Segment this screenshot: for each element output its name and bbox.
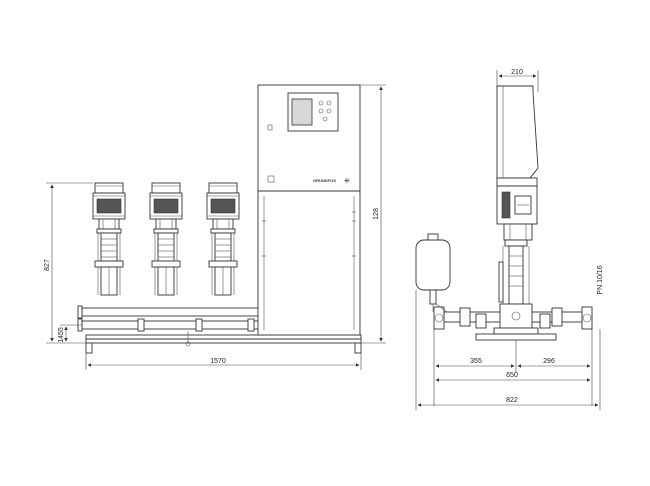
pump-2: [149, 182, 183, 296]
dim-top-width: 210: [511, 69, 523, 76]
display-screen: [291, 98, 313, 126]
brand-logo: GRUNDFOS: [313, 178, 336, 183]
dim-pipe-width: 650: [506, 372, 518, 379]
right-flange: [581, 306, 593, 330]
dim-overall-width: 1570: [210, 358, 226, 365]
dim-left-offset: 355: [470, 358, 482, 365]
brand-mark-icon: ⁜: [344, 177, 350, 185]
side-view: 210 355 296 650 822 PN 10/16: [415, 69, 604, 410]
dim-cabinet-height: 128: [373, 208, 380, 220]
pump-3: [206, 182, 240, 296]
dim-inlet-height: 1455: [58, 327, 65, 343]
side-base: [475, 333, 557, 341]
dim-overall-height: 827: [44, 259, 51, 271]
dim-overall-depth: 822: [506, 397, 518, 404]
pump-1: [92, 182, 126, 296]
diaphragm-tank: [415, 239, 451, 291]
discharge-manifold: [81, 307, 261, 317]
pressure-rating-label: PN 10/16: [597, 265, 604, 294]
suction-manifold: [81, 320, 261, 330]
left-flange: [433, 306, 445, 330]
front-view: GRUNDFOS ⁜ 1570 827 1455 128: [44, 84, 386, 370]
dim-right-offset: 296: [543, 358, 555, 365]
